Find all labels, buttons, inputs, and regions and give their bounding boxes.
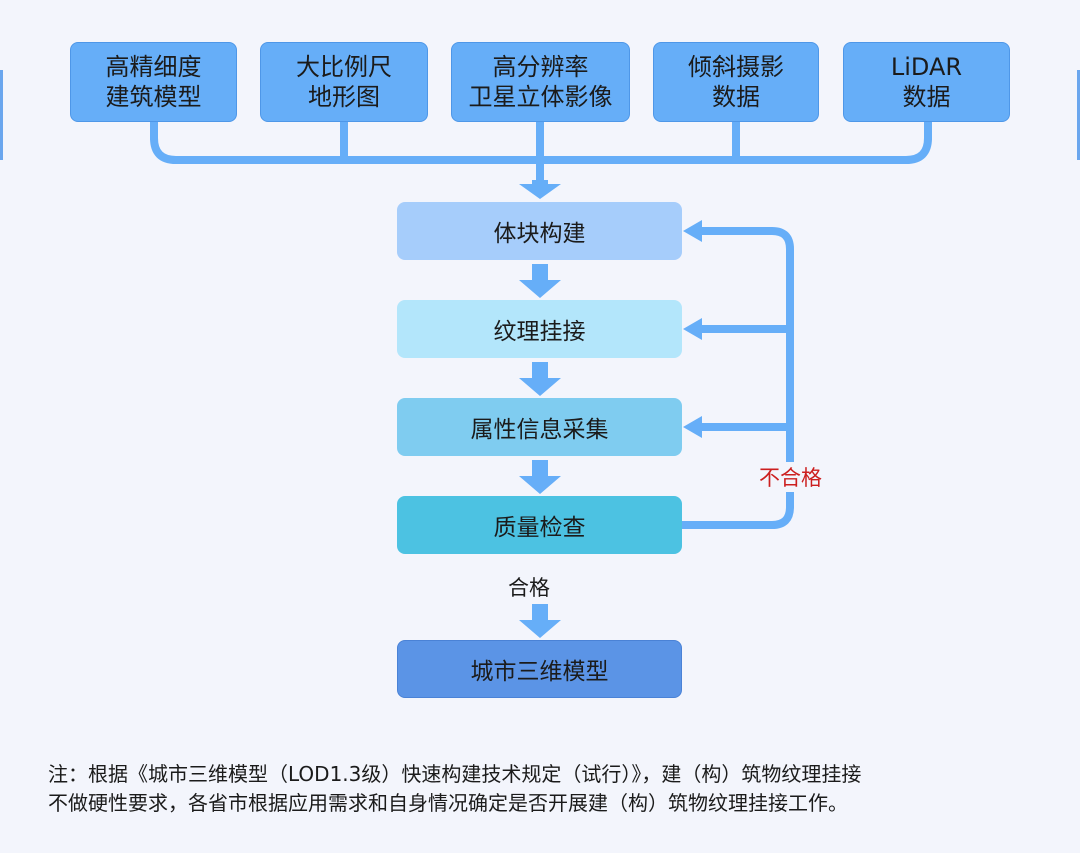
step-label: 属性信息采集 bbox=[470, 417, 609, 443]
down-arrow-to-quality bbox=[519, 460, 561, 494]
source-line2: 数据 bbox=[902, 83, 951, 111]
footnote-line-1: 注：根据《城市三维模型（LOD1.3级）快速构建技术规定（试行）》，建（构）筑物… bbox=[48, 762, 862, 786]
output-label: 城市三维模型 bbox=[470, 659, 609, 685]
feedback-loop-line bbox=[682, 227, 794, 529]
left-edge-accent bbox=[0, 70, 3, 160]
source-line2: 地形图 bbox=[308, 83, 380, 111]
step-quality-check: 质量检查 bbox=[397, 496, 682, 554]
source-line1: 大比例尺 bbox=[296, 53, 392, 81]
pass-label: 合格 bbox=[508, 576, 550, 600]
source-building-model: 高精细度建筑模型 bbox=[70, 42, 237, 122]
right-edge-accent bbox=[1077, 70, 1080, 160]
down-arrow-to-texture bbox=[519, 264, 561, 298]
step-label: 质量检查 bbox=[493, 515, 586, 541]
fail-label: 不合格 bbox=[757, 462, 824, 492]
source-line1: 高精细度 bbox=[105, 53, 202, 81]
footnote: 注：根据《城市三维模型（LOD1.3级）快速构建技术规定（试行）》，建（构）筑物… bbox=[48, 760, 1038, 818]
source-line1: LiDAR bbox=[890, 53, 963, 81]
source-line2: 卫星立体影像 bbox=[468, 83, 613, 111]
feedback-arrowhead-2 bbox=[683, 318, 702, 340]
feedback-arrowhead-3 bbox=[683, 416, 702, 438]
step-block-construction: 体块构建 bbox=[397, 202, 682, 260]
step-label: 纹理挂接 bbox=[493, 319, 586, 345]
down-arrow-to-output bbox=[519, 604, 561, 638]
source-line2: 数据 bbox=[712, 83, 760, 111]
down-arrow-to-block bbox=[519, 180, 561, 199]
down-arrow-to-attribute bbox=[519, 362, 561, 396]
source-oblique-photography: 倾斜摄影数据 bbox=[653, 42, 819, 122]
step-texture-mapping: 纹理挂接 bbox=[397, 300, 682, 358]
footnote-line-2: 不做硬性要求，各省市根据应用需求和自身情况确定是否开展建（构）筑物纹理挂接工作。 bbox=[48, 791, 848, 815]
output-city-3d-model: 城市三维模型 bbox=[397, 640, 682, 698]
source-line1: 倾斜摄影 bbox=[688, 53, 784, 81]
step-attribute-collection: 属性信息采集 bbox=[397, 398, 682, 456]
source-satellite-imagery: 高分辨率卫星立体影像 bbox=[451, 42, 630, 122]
step-label: 体块构建 bbox=[493, 221, 586, 247]
feedback-arrowhead-1 bbox=[683, 220, 702, 242]
source-topographic-map: 大比例尺地形图 bbox=[260, 42, 428, 122]
source-line2: 建筑模型 bbox=[105, 83, 202, 111]
source-line1: 高分辨率 bbox=[492, 53, 589, 81]
